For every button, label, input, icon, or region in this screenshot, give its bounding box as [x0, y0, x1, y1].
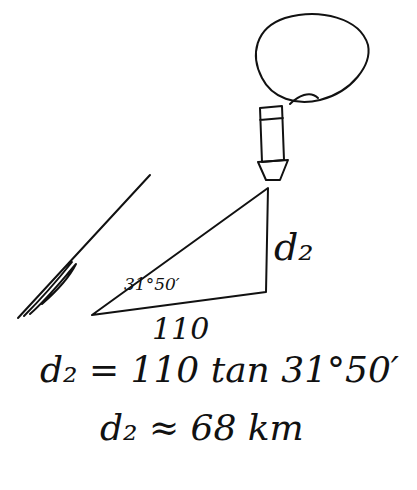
camera-body [260, 106, 284, 162]
balloon-detail [290, 94, 318, 104]
dimension-label: 110 [152, 314, 209, 344]
sight-triangle [92, 188, 268, 315]
balloon-outline [256, 14, 369, 102]
dimension-label: 31°50′ [124, 276, 180, 293]
camera-lens [258, 160, 288, 180]
equation-text: d₂ ≈ 68 km [100, 410, 304, 446]
dimension-label: d₂ [274, 228, 314, 266]
pencil-sketch [18, 175, 150, 318]
equation-text: d₂ = 110 tan 31°50′ [40, 352, 399, 388]
